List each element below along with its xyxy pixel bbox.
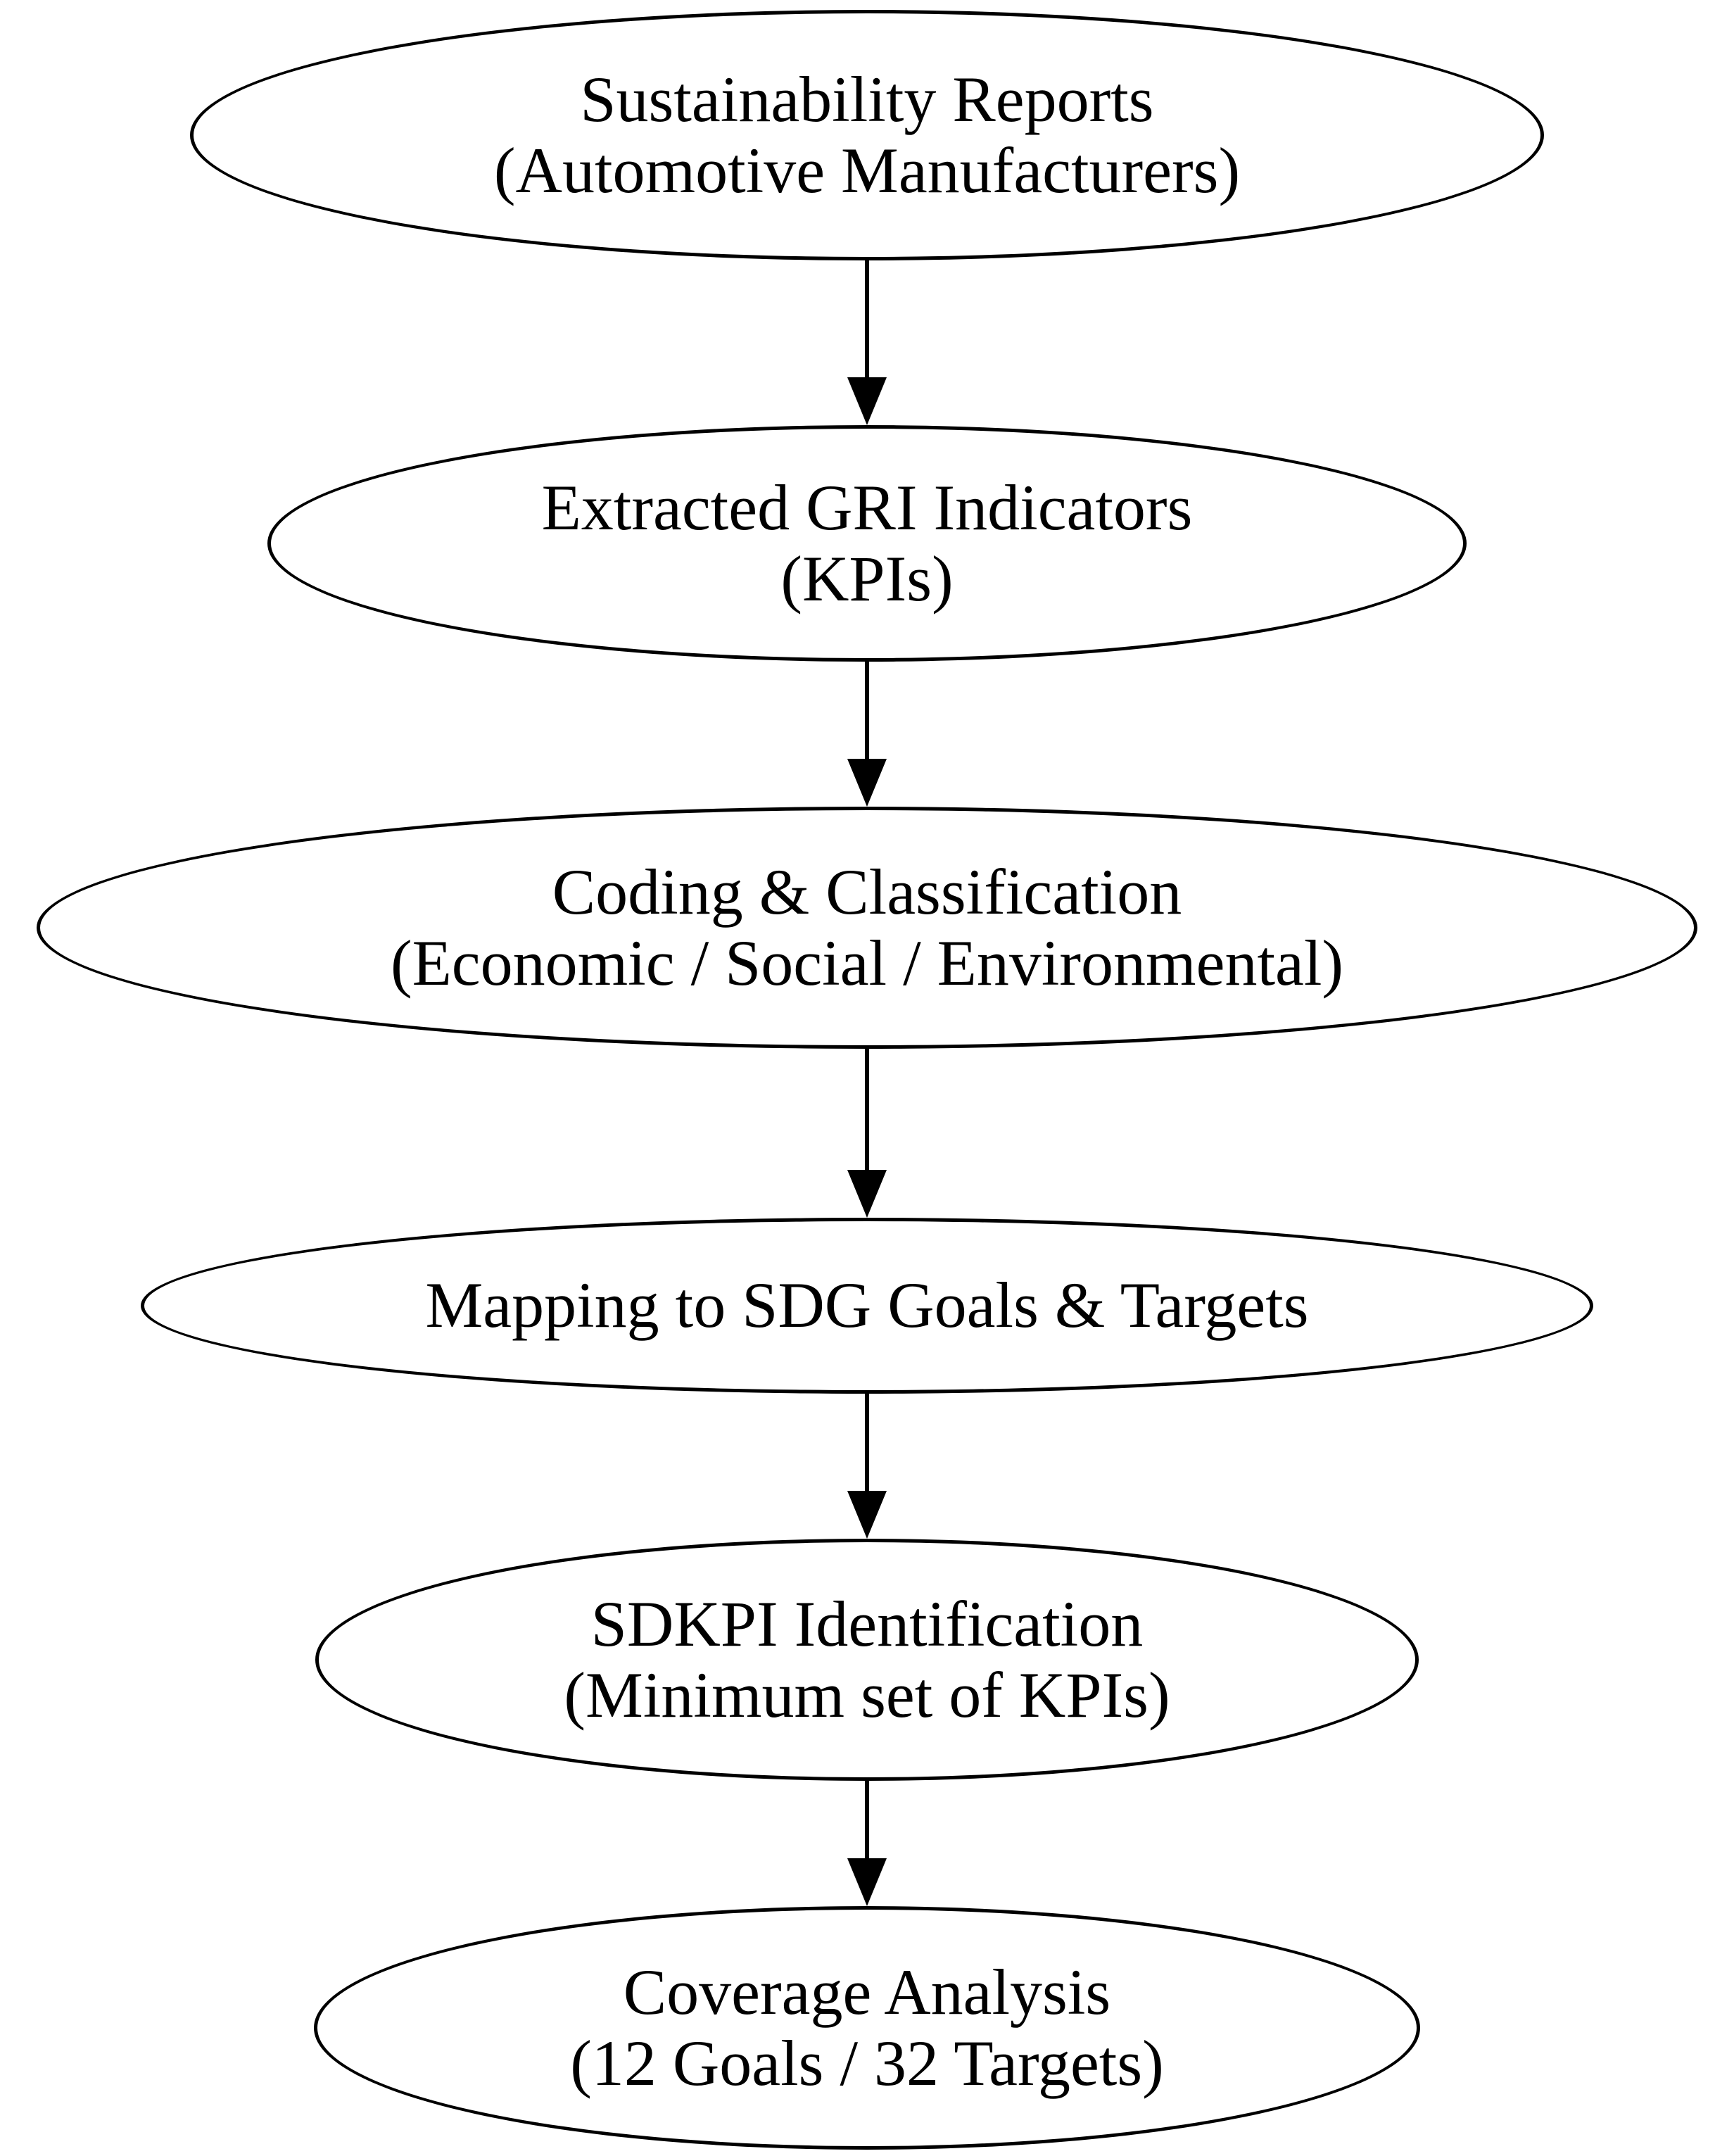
node-label-line2: (KPIs) bbox=[780, 543, 954, 614]
arrow-head-icon bbox=[847, 377, 887, 425]
node-label-line2: (Automotive Manufacturers) bbox=[493, 134, 1241, 206]
node-label: SDKPI Identification (Minimum set of KPI… bbox=[564, 1587, 1170, 1731]
node-label-line1: Coding & Classification bbox=[552, 855, 1182, 928]
node-sdkpi-identification: SDKPI Identification (Minimum set of KPI… bbox=[315, 1539, 1419, 1781]
arrow-shaft-4 bbox=[865, 1394, 869, 1491]
node-label: Sustainability Reports (Automotive Manuf… bbox=[493, 63, 1241, 206]
node-label-line1: Coverage Analysis bbox=[623, 1955, 1111, 2028]
arrow-shaft-3 bbox=[865, 1049, 869, 1170]
node-label: Coverage Analysis (12 Goals / 32 Targets… bbox=[570, 1955, 1164, 2099]
node-label-line1: SDKPI Identification bbox=[590, 1587, 1144, 1660]
node-label: Mapping to SDG Goals & Targets bbox=[425, 1270, 1308, 1341]
node-label-line2: (Minimum set of KPIs) bbox=[564, 1659, 1170, 1731]
arrow-shaft-1 bbox=[865, 260, 869, 377]
node-sustainability-reports: Sustainability Reports (Automotive Manuf… bbox=[190, 10, 1544, 260]
node-label-line1: Mapping to SDG Goals & Targets bbox=[425, 1269, 1309, 1342]
arrow-shaft-2 bbox=[865, 662, 869, 759]
node-mapping-sdg: Mapping to SDG Goals & Targets bbox=[141, 1218, 1593, 1394]
arrow-head-icon bbox=[847, 1858, 887, 1906]
node-coding-classification: Coding & Classification (Economic / Soci… bbox=[37, 807, 1697, 1049]
arrow-shaft-5 bbox=[865, 1781, 869, 1858]
node-label-line2: (Economic / Social / Environmental) bbox=[390, 927, 1344, 999]
node-label: Coding & Classification (Economic / Soci… bbox=[390, 855, 1344, 999]
node-label-line2: (12 Goals / 32 Targets) bbox=[570, 2027, 1164, 2099]
arrow-head-icon bbox=[847, 1170, 887, 1218]
arrow-head-icon bbox=[847, 759, 887, 807]
node-label-line1: Sustainability Reports bbox=[580, 63, 1154, 135]
node-coverage-analysis: Coverage Analysis (12 Goals / 32 Targets… bbox=[314, 1906, 1420, 2150]
node-label-line1: Extracted GRI Indicators bbox=[541, 471, 1193, 543]
node-label: Extracted GRI Indicators (KPIs) bbox=[542, 472, 1193, 614]
node-extracted-gri-indicators: Extracted GRI Indicators (KPIs) bbox=[267, 425, 1467, 662]
arrow-head-icon bbox=[847, 1491, 887, 1539]
